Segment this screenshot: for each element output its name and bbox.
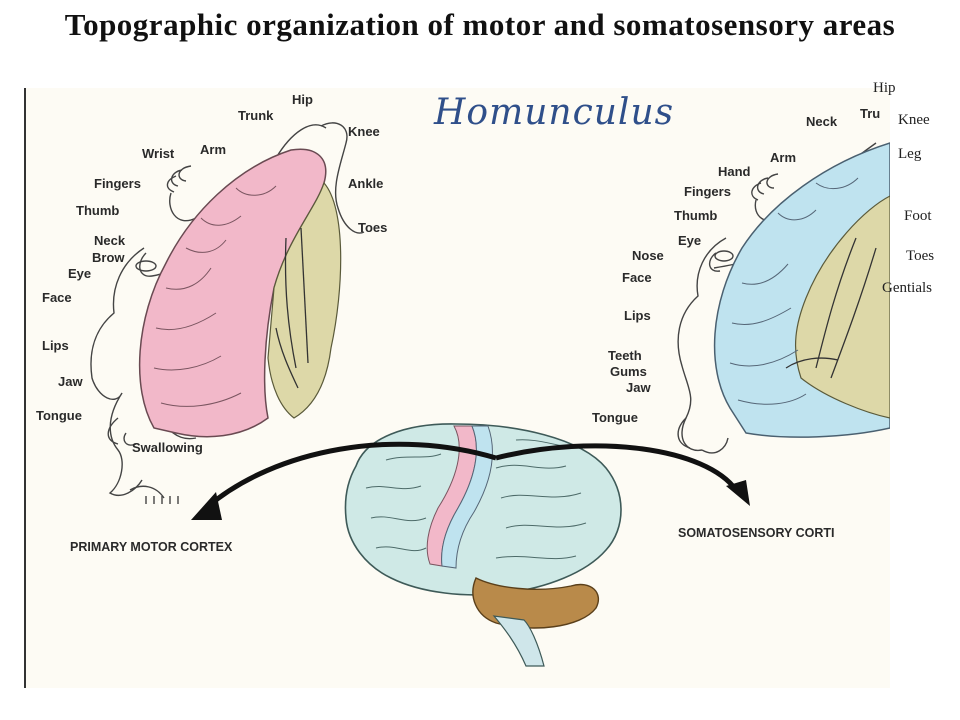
side-label-toes: Toes	[906, 248, 935, 264]
motor-sulci	[153, 185, 277, 407]
motor-label-ankle: Ankle	[348, 176, 384, 191]
postcentral-strip	[441, 425, 493, 569]
motor-label-eye: Eye	[68, 266, 92, 281]
sensory-label-jaw: Jaw	[626, 380, 651, 395]
brainstem	[492, 615, 545, 667]
sensory-sulci	[729, 177, 859, 405]
motor-arrow-line	[204, 441, 497, 510]
sensory-label-lips: Lips	[624, 308, 651, 323]
sensory-label-thumb: Thumb	[674, 208, 718, 223]
motor-label-swallowing: Swallowing	[132, 440, 203, 455]
sensory-label-hand: Hand	[718, 164, 751, 179]
motor-label-wrist: Wrist	[142, 146, 175, 161]
motor-fibers	[275, 227, 309, 389]
slide-title: Topographic organization of motor and so…	[0, 2, 960, 48]
motor-label-arm: Arm	[200, 142, 227, 157]
motor-arrow-head	[191, 492, 222, 520]
brain-sulci	[365, 439, 587, 560]
figure-drawing	[90, 122, 890, 667]
homunculus-figure: Homunculus Hip Trunk Knee Arm Wrist Ankl…	[24, 88, 890, 688]
side-label-leg: Leg	[898, 146, 922, 162]
sensory-label-teeth: Teeth	[608, 348, 642, 363]
caption-primary-motor-cortex: PRIMARY MOTOR CORTEX	[70, 540, 233, 554]
motor-label-neck: Neck	[94, 233, 126, 248]
title-text: Topographic organization of motor and so…	[64, 7, 896, 42]
motor-label-thumb: Thumb	[76, 203, 120, 218]
side-label-genitals: Gentials	[882, 280, 932, 296]
motor-cortex-gyrus	[138, 148, 327, 438]
sensory-label-tongue: Tongue	[592, 410, 638, 425]
cerebellum	[472, 577, 599, 629]
sensory-label-eye: Eye	[678, 233, 702, 248]
sensory-label-arm: Arm	[770, 150, 797, 165]
motor-label-hip: Hip	[292, 92, 313, 107]
sensory-fibers	[785, 237, 877, 379]
motor-label-tongue: Tongue	[36, 408, 82, 423]
sensory-label-face: Face	[622, 270, 652, 285]
sensory-label-fingers: Fingers	[684, 184, 731, 199]
sensory-label-nose: Nose	[632, 248, 664, 263]
sensory-label-neck: Neck	[806, 114, 838, 129]
motor-label-knee: Knee	[348, 124, 380, 139]
sensory-arrow-head	[726, 480, 750, 506]
motor-label-lips: Lips	[42, 338, 69, 353]
homunculus-handwritten-title: Homunculus	[434, 92, 675, 133]
motor-label-face: Face	[42, 290, 72, 305]
sensory-label-gums: Gums	[610, 364, 647, 379]
motor-label-trunk: Trunk	[238, 108, 274, 123]
side-label-knee: Knee	[898, 112, 930, 128]
motor-label-brow: Brow	[92, 250, 125, 265]
sensory-arrow-line	[495, 443, 739, 492]
side-label-foot: Foot	[904, 208, 932, 224]
side-label-hip: Hip	[873, 80, 896, 96]
motor-label-fingers: Fingers	[94, 176, 141, 191]
lateral-brain	[344, 423, 622, 596]
sensory-white-matter	[794, 195, 890, 419]
sensory-label-trunk: Tru	[860, 106, 881, 121]
motor-label-jaw: Jaw	[58, 374, 83, 389]
motor-label-toes: Toes	[358, 220, 388, 235]
caption-somatosensory-cortex: SOMATOSENSORY CORTI	[678, 526, 835, 540]
